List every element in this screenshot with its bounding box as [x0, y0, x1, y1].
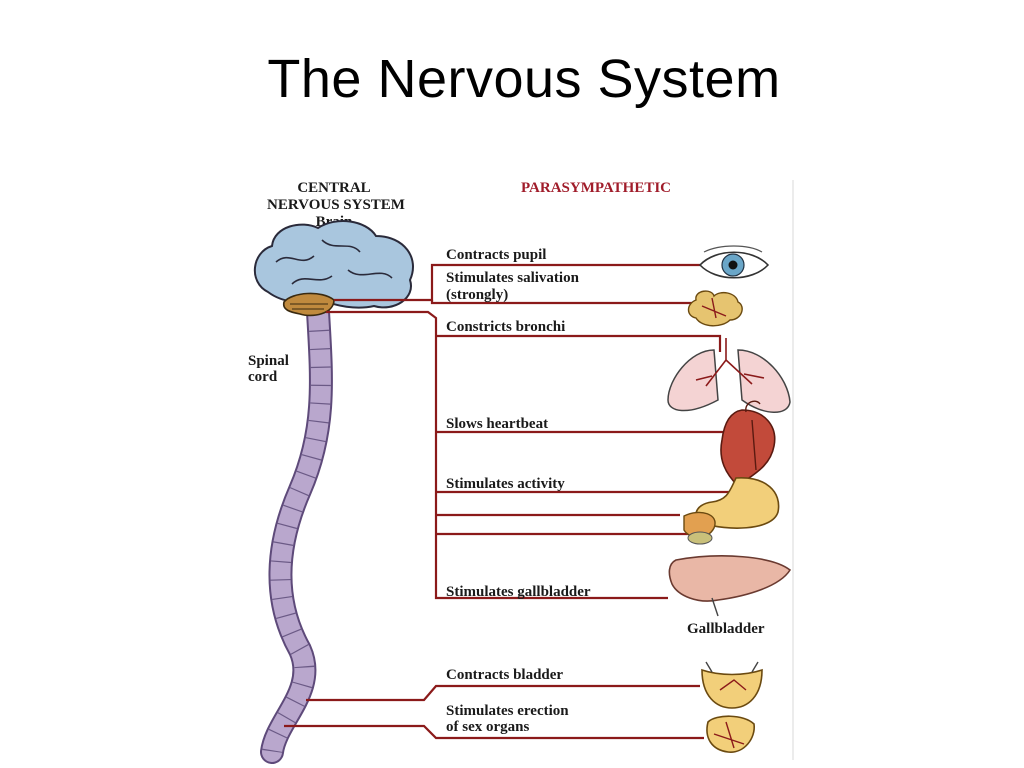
stomach-pancreas-icon — [683, 477, 780, 545]
spinal-cord — [260, 300, 333, 764]
gallbladder-label: Gallbladder — [687, 621, 765, 637]
bladder-icon — [701, 661, 763, 709]
cns-heading-line2: NERVOUS SYSTEM — [267, 197, 405, 213]
effect-label-salivation-qualifier: (strongly) — [446, 287, 508, 303]
genitals-icon — [706, 715, 755, 753]
parasympathetic-heading: PARASYMPATHETIC — [521, 180, 671, 196]
effect-label-salivation: Stimulates salivation — [446, 270, 580, 286]
effect-label-heartbeat: Slows heartbeat — [446, 416, 548, 432]
effect-label-gallbladder: Stimulates gallbladder — [446, 584, 591, 600]
salivary-glands-icon — [687, 290, 743, 327]
effect-label-activity: Stimulates activity — [446, 476, 565, 492]
effect-label-bronchi: Constricts bronchi — [446, 319, 565, 335]
effect-label-erection: Stimulates erection — [446, 703, 569, 719]
effect-label-bladder: Contracts bladder — [446, 667, 563, 683]
lungs-icon — [667, 338, 791, 413]
eye-icon — [698, 245, 770, 279]
brain — [253, 220, 414, 317]
heart-icon — [720, 400, 776, 488]
cns-heading-line1: CENTRAL — [297, 180, 370, 196]
spinal-cord-label-line2: cord — [248, 369, 278, 385]
effect-label-pupil: Contracts pupil — [446, 247, 546, 263]
effect-labels: Contracts pupil Stimulates salivation (s… — [446, 247, 591, 735]
spinal-cord-label-line1: Spinal — [248, 353, 289, 369]
effect-label-erection-line2: of sex organs — [446, 719, 529, 735]
slide-title: The Nervous System — [267, 49, 781, 109]
liver-icon — [668, 555, 792, 617]
